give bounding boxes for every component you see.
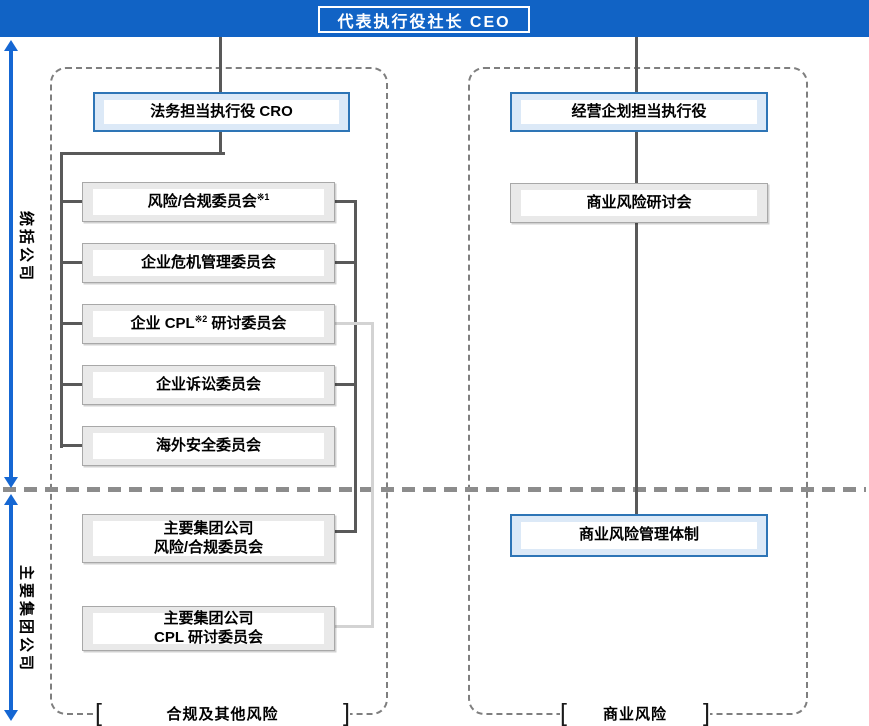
group-risk-compliance-committee-box: 主要集团公司 风险/合规委员会: [82, 514, 335, 563]
business-risk-management-system-box: 商业风险管理体制: [510, 514, 768, 557]
connector-stub-right-1: [334, 200, 357, 203]
connector-stub-right-2: [334, 261, 357, 264]
connector-cpl-rail: [371, 322, 374, 628]
committee-label: 企业 CPL※2 研讨委员会: [130, 313, 287, 332]
close-bracket: ]: [703, 699, 710, 726]
holding-scope-arrowhead-bottom: [4, 477, 18, 488]
holding-company-label: 统括公司: [17, 210, 35, 284]
connector-cpl-out: [334, 322, 374, 325]
group-scope-arrow: [9, 502, 13, 715]
connector-right-rail: [354, 200, 357, 533]
committee-label: 企业危机管理委员会: [140, 253, 276, 271]
committee-label: 企业诉讼委员会: [155, 375, 261, 393]
committee-label: 海外安全委员会: [155, 436, 261, 454]
business-risk-caption: 商业风险: [602, 705, 667, 723]
group-committee-line2: CPL 研讨委员会: [154, 628, 263, 646]
scope-divider-dashed-line: [3, 487, 866, 492]
cro-executive-label: 法务担当执行役 CRO: [150, 102, 293, 120]
group-scope-arrowhead-bottom: [4, 710, 18, 721]
connector-stub-committee-2: [60, 261, 84, 264]
group-scope-arrowhead-top: [4, 494, 18, 505]
connector-into-group-risk-box: [334, 530, 357, 533]
business-risk-review-box: 商业风险研讨会: [510, 183, 768, 223]
group-cpl-committee-box: 主要集团公司 CPL 研讨委员会: [82, 606, 335, 651]
committee-box-risk-compliance: 风险/合规委员会※1: [82, 182, 335, 222]
holding-scope-arrow: [9, 48, 13, 484]
open-bracket: [: [95, 699, 102, 726]
open-bracket: [: [560, 699, 567, 726]
connector-stub-right-3: [334, 383, 357, 386]
business-planning-executive-label: 经营企划担当执行役: [571, 102, 707, 120]
business-footer-caption: [ 商业风险 ]: [560, 699, 710, 726]
connector-business-rail: [635, 37, 638, 515]
compliance-risk-caption: 合规及其他风险: [166, 705, 279, 723]
connector-cro-bend: [60, 152, 225, 155]
connector-stub-committee-1: [60, 200, 84, 203]
connector-stub-committee-3: [60, 322, 84, 325]
holding-scope-arrowhead-top: [4, 40, 18, 51]
committee-box-litigation: 企业诉讼委员会: [82, 365, 335, 405]
committee-box-overseas-safety: 海外安全委员会: [82, 426, 335, 466]
connector-left-rail: [60, 152, 63, 448]
cro-executive-box: 法务担当执行役 CRO: [93, 92, 350, 132]
business-planning-executive-box: 经营企划担当执行役: [510, 92, 768, 132]
connector-stub-committee-5: [60, 444, 84, 447]
committee-box-cpl: 企业 CPL※2 研讨委员会: [82, 304, 335, 344]
business-risk-container: [468, 67, 808, 715]
group-committee-line1: 主要集团公司: [163, 519, 254, 537]
business-risk-review-label: 商业风险研讨会: [586, 193, 692, 211]
connector-into-group-cpl-box: [334, 625, 374, 628]
group-committee-line1: 主要集团公司: [163, 609, 254, 627]
connector-stub-committee-4: [60, 383, 84, 386]
main-group-companies-label: 主要集团公司: [17, 564, 35, 674]
committee-label: 风险/合规委员会※1: [147, 191, 270, 210]
close-bracket: ]: [343, 699, 350, 726]
compliance-footer-caption: [ 合规及其他风险 ]: [95, 699, 350, 726]
committee-box-crisis-management: 企业危机管理委员会: [82, 243, 335, 283]
ceo-box: 代表执行役社长 CEO: [318, 6, 530, 33]
group-committee-line2: 风险/合规委员会: [153, 538, 264, 556]
business-risk-management-system-label: 商业风险管理体制: [578, 526, 699, 544]
